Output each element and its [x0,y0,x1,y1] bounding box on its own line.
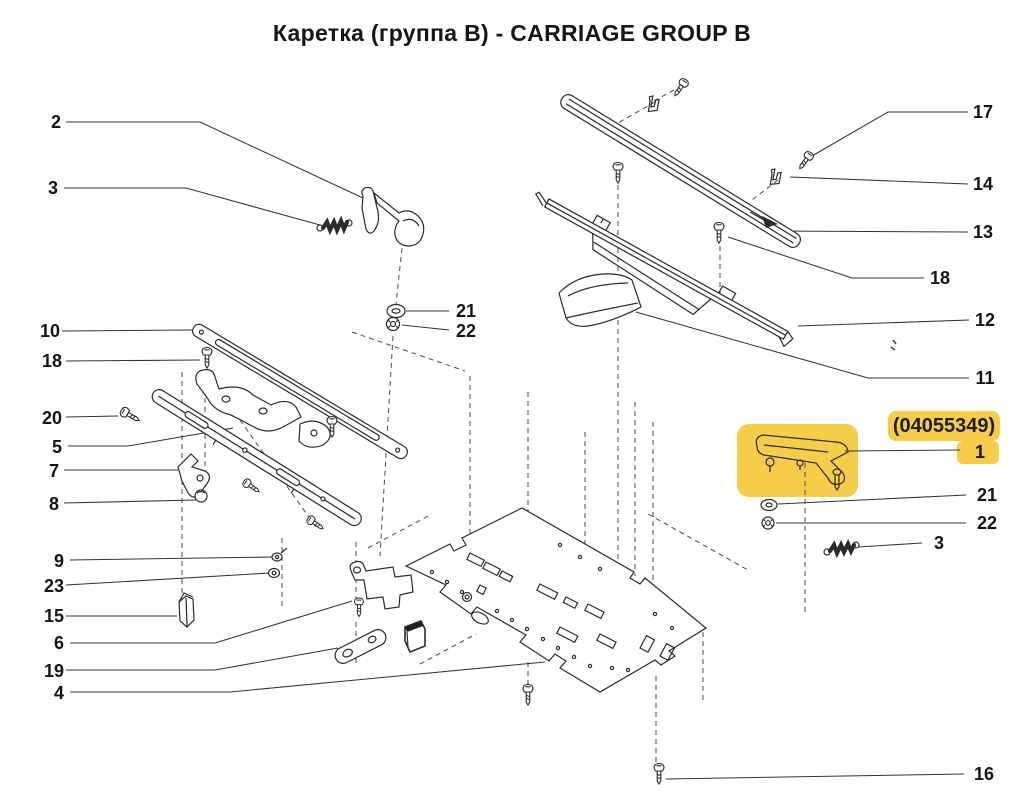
callout-16: 16 [973,764,995,784]
callout-9: 9 [53,551,65,571]
washer-21-mid [386,303,406,319]
callout-3-right: 3 [933,533,945,553]
screw-icon [240,476,263,496]
callout-4: 4 [53,683,65,703]
callout-17: 17 [972,102,994,122]
screw-icon [304,513,327,533]
screw-icon [522,683,534,706]
rail-13 [560,94,802,249]
ball-8 [194,489,208,503]
callout-2: 2 [50,112,62,132]
screw-20-icon [118,405,143,426]
screw-17b-icon [795,149,816,172]
callout-19: 19 [43,661,65,681]
callout-13: 13 [972,222,994,242]
clip-14b-icon [766,167,784,188]
washer-21-right [760,498,778,512]
callout-21-mid: 21 [455,301,477,321]
leader-lines [61,111,970,780]
callout-7: 7 [48,461,60,481]
callout-23: 23 [43,576,65,596]
rail-5 [151,389,362,527]
screw-icon [353,597,365,618]
callout-5: 5 [51,437,63,457]
print-artifact [890,339,897,351]
spring-3-left [316,215,353,236]
base-plate-4 [404,507,708,693]
callout-22-right: 22 [976,513,998,533]
parts [118,76,897,785]
rail-12 [534,191,794,348]
screw-16-icon [653,762,665,785]
callout-6: 6 [53,633,65,653]
clip-14a-icon [644,94,662,115]
lever-2 [361,186,425,247]
callout-21-right: 21 [976,485,998,505]
part-number-text: (04055349) [892,414,996,437]
callout-8: 8 [48,494,60,514]
rail-13-arrow [749,211,765,221]
washer-22-right [761,516,775,530]
bracket-6 [349,560,414,610]
page-title: Каретка (группа B) - CARRIAGE GROUP B [272,20,752,46]
callout-11: 11 [975,368,995,388]
bracket-11 [558,273,642,327]
ring-23 [267,567,281,579]
callout-22-mid: 22 [455,321,477,341]
callout-20: 20 [41,408,63,428]
casting-bracket [195,369,331,448]
guide-block [404,619,426,654]
callout-15: 15 [43,606,65,626]
washer-22-mid [385,316,401,332]
ring-9 [271,547,288,562]
rail-10 [191,323,408,460]
link-19 [334,629,387,664]
callout-10: 10 [39,321,61,341]
callout-12: 12 [974,310,996,330]
callout-1: 1 [974,442,986,462]
screw-18a-icon [612,161,624,184]
callout-3-left: 3 [47,178,59,198]
highlight-callout-tab [957,441,999,464]
lever-1 [755,434,849,492]
block-15 [178,592,195,628]
callout-14: 14 [972,174,994,194]
callout-18-right: 18 [929,268,951,288]
screw-18b-icon [713,221,725,244]
pawl-7 [177,453,211,498]
callout-18-left: 18 [41,351,63,371]
spring-3-right [823,539,860,559]
part-number-badge: (04055349) [888,411,1000,441]
screw-17a-icon [670,76,691,99]
screw-18c-icon [201,346,213,369]
